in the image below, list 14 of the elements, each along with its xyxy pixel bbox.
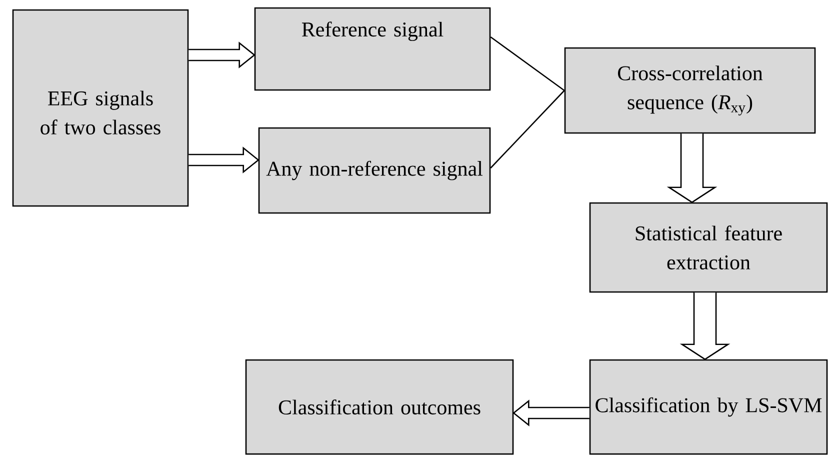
block-arrow [666, 133, 718, 204]
connector-line [490, 36, 565, 92]
connector-line [490, 90, 565, 168]
block-arrow [680, 292, 730, 360]
process-box: Classification by LS-SVM [589, 359, 828, 455]
process-box: EEG signals of two classes [12, 9, 189, 207]
process-box: Classification outcomes [245, 359, 514, 455]
process-box: Reference signal [254, 7, 491, 91]
block-arrow [512, 400, 590, 426]
process-box: Statistical feature extraction [589, 202, 828, 293]
process-box: Cross-correlation sequence (R$_{xy}$) [564, 47, 816, 134]
process-box: Any non-reference signal [258, 127, 491, 214]
block-arrow [188, 42, 256, 68]
block-arrow [188, 146, 260, 174]
